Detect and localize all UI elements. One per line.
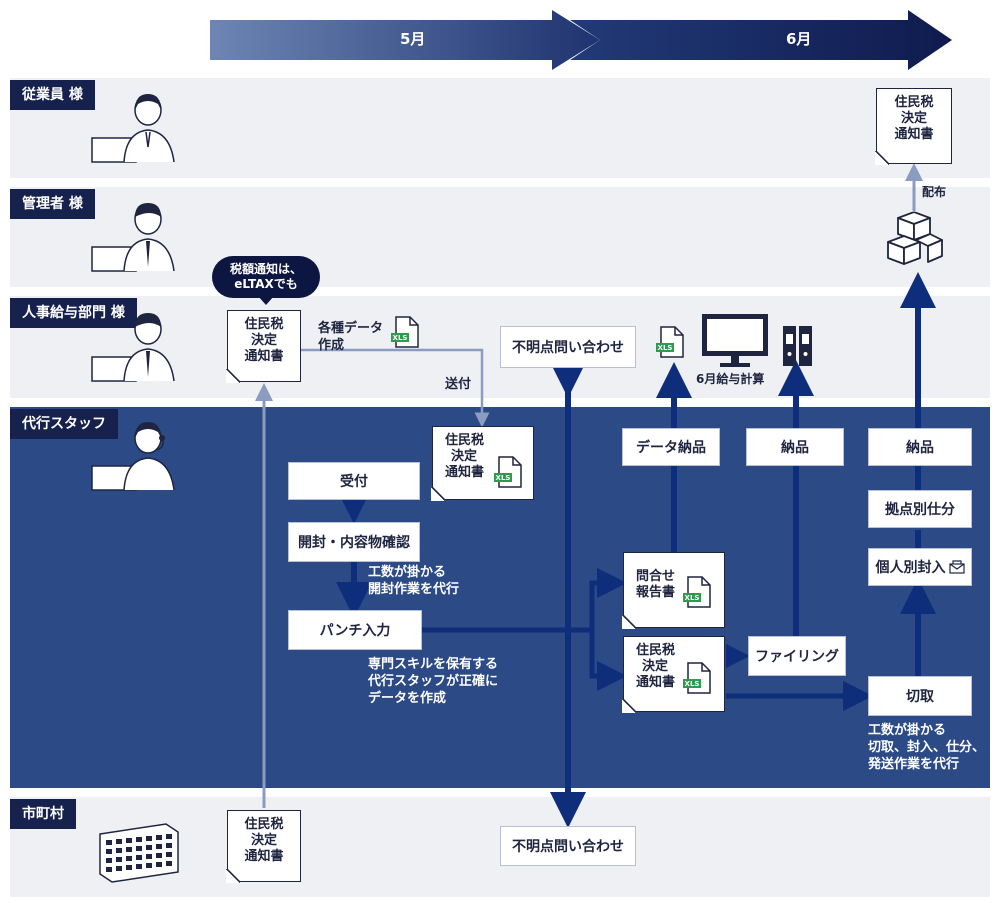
xls-text: XLS bbox=[393, 334, 408, 342]
lane-label-hr: 人事給与部門 様 bbox=[10, 298, 137, 328]
bubble-tail bbox=[258, 296, 274, 305]
envelope-icon bbox=[948, 560, 965, 574]
label-line: 各種データ bbox=[318, 321, 384, 336]
delivery-right-box: 納品 bbox=[868, 428, 972, 466]
tax-notice-employee-doc: 住民税 決定 通知書 bbox=[875, 88, 952, 165]
note-line: 切取、封入、仕分、 bbox=[868, 740, 986, 755]
note-line: 発送作業を代行 bbox=[868, 757, 960, 772]
punch-box: パンチ入力 bbox=[288, 610, 422, 650]
month-june-label: 6月 bbox=[786, 30, 812, 48]
doc-line: 決定 bbox=[642, 659, 669, 674]
month-june-arrow bbox=[570, 10, 952, 70]
expert-note: 専門スキルを保有する 代行スタッフが正確に データを作成 bbox=[368, 656, 498, 707]
xls-file-icon: XLS bbox=[391, 316, 419, 348]
xls-file-icon: XLS bbox=[656, 326, 684, 358]
doc-line: 住民税 bbox=[636, 643, 676, 658]
xls-text: XLS bbox=[658, 344, 673, 352]
open-check-box: 開封・内容物確認 bbox=[288, 522, 420, 562]
note-line: 開封作業を代行 bbox=[368, 582, 460, 597]
unknown-inquiry-hr-box: 不明点問い合わせ bbox=[500, 326, 636, 368]
doc-line: 報告書 bbox=[636, 585, 676, 600]
various-data-label: 各種データ 作成 bbox=[318, 320, 383, 354]
xls-text: XLS bbox=[685, 594, 700, 602]
doc-line: 通知書 bbox=[636, 675, 676, 690]
doc-line: 通知書 bbox=[244, 349, 284, 364]
note-line: 代行スタッフが正確に bbox=[368, 674, 499, 689]
doc-line: 問合せ bbox=[636, 569, 676, 584]
labor-note-2: 工数が掛かる 切取、封入、仕分、 発送作業を代行 bbox=[868, 722, 985, 773]
lane-label-employee: 従業員 様 bbox=[10, 80, 95, 110]
cut-box: 切取 bbox=[868, 676, 972, 716]
staff-headset-avatar-icon bbox=[91, 422, 175, 491]
doc-line: 通知書 bbox=[894, 127, 934, 142]
doc-line: 決定 bbox=[900, 111, 927, 126]
tax-notice-city-doc: 住民税 決定 通知書 bbox=[226, 810, 301, 883]
receive-box: 受付 bbox=[288, 462, 420, 500]
xls-file-icon: XLS bbox=[494, 456, 522, 488]
hr-avatar-icon bbox=[91, 313, 175, 382]
labor-note-1: 工数が掛かる 開封作業を代行 bbox=[368, 564, 459, 598]
lane-label-staff: 代行スタッフ bbox=[10, 409, 118, 439]
data-delivery-box: データ納品 bbox=[622, 428, 720, 466]
month-may-arrow bbox=[210, 10, 600, 70]
xls-file-icon: XLS bbox=[683, 662, 711, 694]
employee-avatar-icon bbox=[91, 94, 175, 163]
xls-file-icon: XLS bbox=[683, 576, 711, 608]
doc-line: 通知書 bbox=[445, 465, 485, 480]
note-line: 専門スキルを保有する bbox=[368, 657, 499, 672]
delivery-mid-box: 納品 bbox=[746, 428, 844, 466]
doc-line: 住民税 bbox=[244, 317, 284, 332]
arrow-to-inquiry-report bbox=[589, 568, 627, 630]
note-line: 工数が掛かる bbox=[868, 723, 947, 738]
xls-text: XLS bbox=[496, 474, 511, 482]
doc-line: 決定 bbox=[451, 449, 478, 464]
doc-line: 決定 bbox=[250, 833, 277, 848]
arrow-send bbox=[300, 348, 490, 428]
unknown-inquiry-city-box: 不明点問い合わせ bbox=[500, 826, 636, 866]
individual-seal-label: 個人別封入 bbox=[875, 560, 946, 576]
doc-line: 決定 bbox=[250, 333, 277, 348]
month-may-label: 5月 bbox=[400, 30, 426, 48]
individual-seal-box: 個人別封入 bbox=[868, 548, 972, 586]
manager-avatar-icon bbox=[91, 203, 175, 272]
note-line: データを作成 bbox=[368, 691, 447, 706]
binder-icon bbox=[783, 326, 812, 366]
bubble-line2: eLTAXでも bbox=[234, 277, 298, 291]
city-building-icon bbox=[99, 823, 179, 883]
label-line: 作成 bbox=[318, 338, 345, 353]
lane-label-manager: 管理者 様 bbox=[10, 189, 95, 219]
doc-line: 通知書 bbox=[244, 849, 284, 864]
bubble-line1: 税額通知は、 bbox=[229, 262, 302, 276]
timeline bbox=[210, 10, 952, 70]
send-label: 送付 bbox=[445, 377, 472, 392]
boxes-icon bbox=[887, 212, 943, 265]
filing-box: ファイリング bbox=[748, 636, 846, 676]
tax-notice-hr-doc: 住民税 決定 通知書 bbox=[226, 310, 301, 383]
arrow-to-tax-doc bbox=[589, 630, 627, 691]
monitor-icon bbox=[702, 314, 768, 367]
lane-label-city: 市町村 bbox=[10, 799, 76, 829]
payroll-calc-label: 6月給与計算 bbox=[696, 372, 765, 386]
eltax-bubble: 税額通知は、 eLTAXでも bbox=[212, 256, 320, 298]
distribute-label: 配布 bbox=[922, 185, 947, 199]
xls-text: XLS bbox=[685, 680, 700, 688]
doc-line: 住民税 bbox=[894, 95, 934, 110]
by-location-box: 拠点別仕分 bbox=[868, 490, 972, 528]
doc-line: 住民税 bbox=[445, 433, 485, 448]
note-line: 工数が掛かる bbox=[368, 565, 447, 580]
doc-line: 住民税 bbox=[244, 817, 284, 832]
